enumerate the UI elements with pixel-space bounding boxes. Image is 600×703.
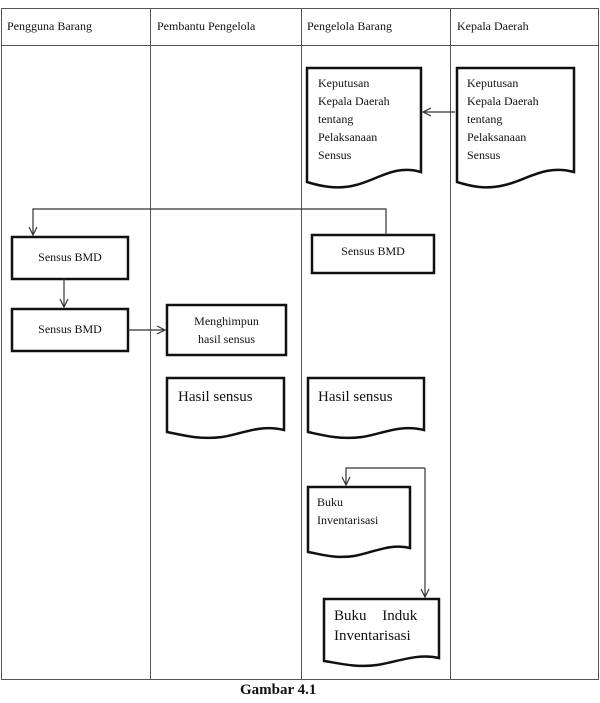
- document-hasil-sensus-pembantu: [165, 376, 286, 440]
- document-hasil-sensus-pengelola-label: Hasil sensus: [318, 389, 393, 405]
- swimlane-grid: [1, 8, 599, 680]
- arrow-hasil-to-buku: [346, 467, 425, 485]
- document-keputusan-pengelola-text: Keputusan Kepala Daerah tentang Pelaksan…: [318, 76, 390, 162]
- process-menghimpun: [165, 303, 288, 357]
- process-sensus-bmd-pengguna-2-label: Sensus BMD: [38, 322, 102, 336]
- document-buku-induk-inventarisasi-text: Buku Induk Inventarisasi: [334, 608, 418, 644]
- process-sensus-bmd-pengelola: [310, 233, 436, 275]
- process-sensus-bmd-pengelola-label: Sensus BMD: [341, 244, 405, 258]
- lane-header-pengelola-barang: Pengelola Barang: [307, 19, 392, 33]
- document-buku-inventarisasi-text: Buku Inventarisasi: [317, 495, 379, 527]
- lane-header-pengguna-barang: Pengguna Barang: [7, 19, 92, 33]
- arrow-sensus-pengelola-to-pengguna: [33, 208, 387, 235]
- document-buku-induk-inventarisasi: [322, 597, 441, 668]
- document-keputusan-pengelola: [305, 66, 423, 189]
- lane-header-pembantu-pengelola: Pembantu Pengelola: [157, 19, 256, 33]
- process-menghimpun-label: Menghimpun hasil sensus: [194, 314, 259, 346]
- figure-caption: Gambar 4.1: [240, 682, 317, 698]
- document-hasil-sensus-pembantu-label: Hasil sensus: [178, 389, 253, 405]
- document-keputusan-kepala-daerah: [455, 66, 576, 189]
- document-hasil-sensus-pengelola: [306, 376, 426, 440]
- process-sensus-bmd-pengguna-1: [10, 235, 130, 281]
- process-sensus-bmd-pengguna-1-label: Sensus BMD: [38, 250, 102, 264]
- document-buku-inventarisasi: [306, 485, 412, 559]
- document-keputusan-kepala-daerah-text: Keputusan Kepala Daerah tentang Pelaksan…: [467, 76, 539, 162]
- lane-header-kepala-daerah: Kepala Daerah: [457, 19, 529, 33]
